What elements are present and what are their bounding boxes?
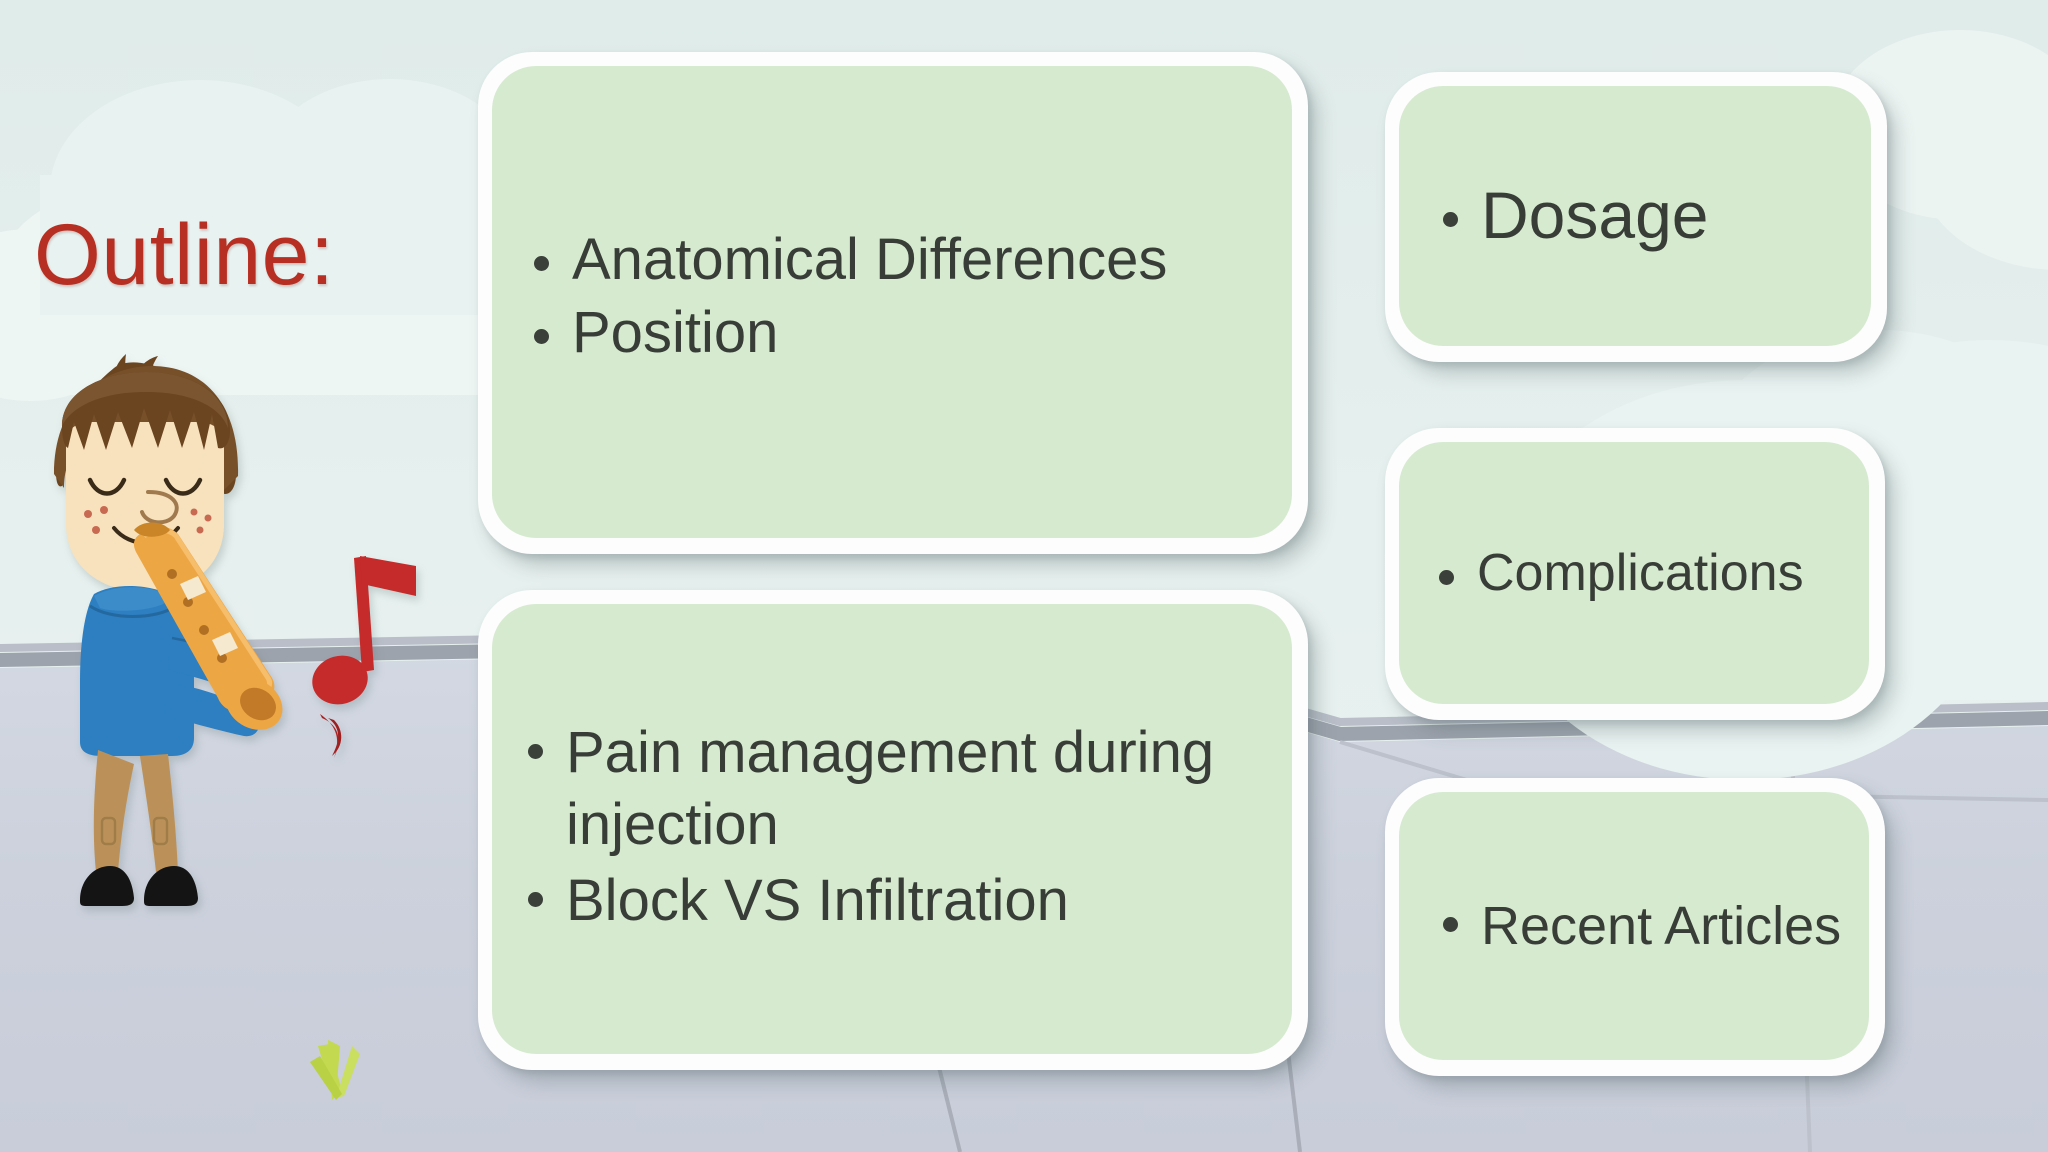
bullet-list: Pain management during injection Block V… bbox=[492, 717, 1292, 941]
list-item: Dosage bbox=[1429, 181, 1871, 250]
recorder-flute bbox=[133, 522, 283, 730]
bullet-dot-icon bbox=[534, 256, 549, 272]
bullet-text: Position bbox=[572, 300, 779, 365]
complications-card[interactable]: Complications bbox=[1385, 428, 1885, 720]
bullet-list: Dosage bbox=[1399, 181, 1871, 250]
cloud-left-back bbox=[40, 79, 520, 315]
shoes bbox=[80, 866, 198, 906]
dosage-card[interactable]: Dosage bbox=[1385, 72, 1887, 362]
bullet-text: Anatomical Differences bbox=[572, 227, 1168, 293]
bullet-text: Dosage bbox=[1481, 178, 1709, 253]
bullet-dot-icon bbox=[1443, 211, 1458, 227]
list-item: Anatomical Differences bbox=[520, 229, 1292, 292]
list-item: Position bbox=[520, 300, 1292, 365]
music-note bbox=[312, 556, 416, 758]
card-body: Anatomical Differences Position bbox=[492, 66, 1292, 538]
bullet-text: Block VS Infiltration bbox=[566, 867, 1069, 933]
bullet-list: Recent Articles bbox=[1399, 893, 1869, 960]
grass-tuft bbox=[310, 1040, 360, 1100]
pants bbox=[93, 750, 178, 872]
anatomical-card[interactable]: Anatomical Differences Position bbox=[478, 52, 1308, 554]
card-body: Pain management during injection Block V… bbox=[492, 604, 1292, 1054]
boy-playing-recorder-illustration bbox=[54, 354, 416, 906]
list-item: Recent Articles bbox=[1429, 893, 1869, 960]
bullet-dot-icon bbox=[528, 891, 543, 907]
bullet-dot-icon bbox=[1443, 917, 1458, 933]
card-body: Recent Articles bbox=[1399, 792, 1869, 1060]
card-body: Complications bbox=[1399, 442, 1869, 704]
bullet-list: Anatomical Differences Position bbox=[492, 229, 1292, 374]
bullet-text: Recent Articles bbox=[1481, 895, 1842, 956]
bullet-dot-icon bbox=[528, 743, 543, 759]
card-body: Dosage bbox=[1399, 86, 1871, 346]
bullet-list: Complications bbox=[1399, 543, 1869, 602]
list-item: Block VS Infiltration bbox=[514, 865, 1292, 937]
bullet-dot-icon bbox=[1439, 569, 1454, 585]
face bbox=[62, 372, 230, 592]
bullet-text: Complications bbox=[1477, 543, 1804, 602]
list-item: Complications bbox=[1425, 543, 1869, 602]
page-title: Outline: bbox=[34, 207, 335, 303]
list-item: Pain management during injection bbox=[514, 717, 1292, 861]
bullet-dot-icon bbox=[534, 328, 549, 344]
recent-articles-card[interactable]: Recent Articles bbox=[1385, 778, 1885, 1076]
pain-management-card[interactable]: Pain management during injection Block V… bbox=[478, 590, 1308, 1070]
bullet-text: Pain management during injection bbox=[566, 720, 1215, 858]
